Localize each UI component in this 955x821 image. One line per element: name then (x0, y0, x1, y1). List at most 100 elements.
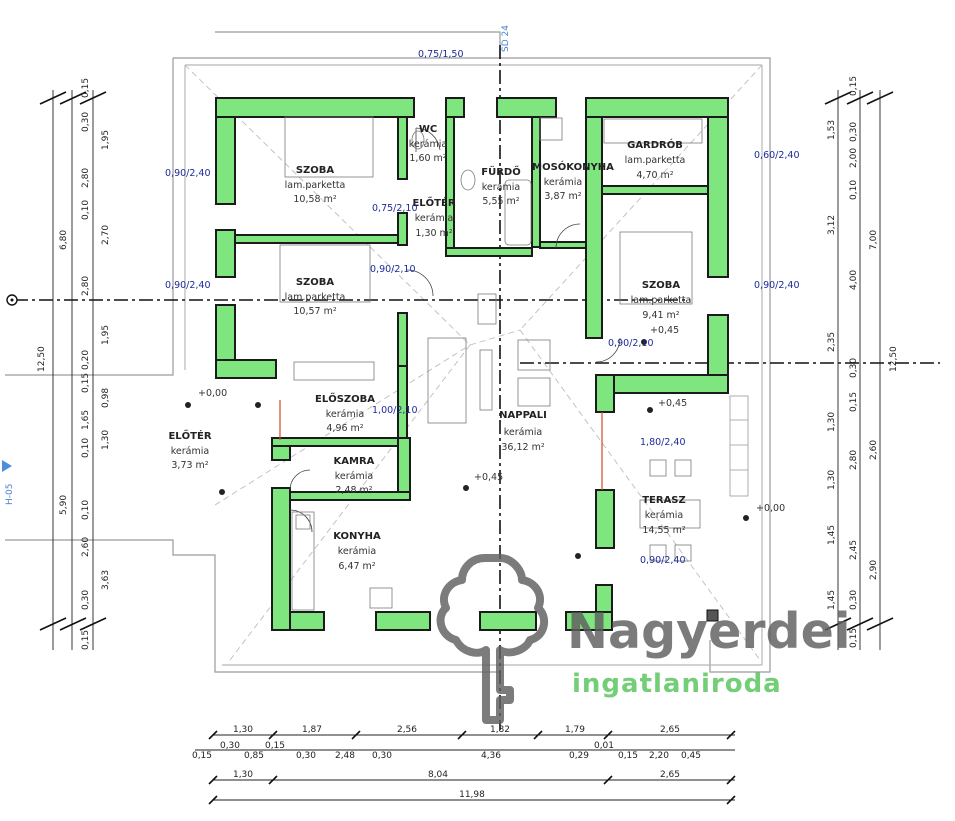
svg-text:0,90/2,40: 0,90/2,40 (754, 280, 800, 291)
svg-text:1,82: 1,82 (490, 725, 510, 735)
terrace-chair-4 (674, 544, 692, 562)
wall-west-low (215, 304, 236, 366)
watermark-subtitle: ingatlaniroda (572, 669, 782, 699)
svg-text:FÜRDŐ: FÜRDŐ (481, 164, 520, 178)
svg-text:36,12 m²: 36,12 m² (501, 442, 544, 453)
svg-text:0,01: 0,01 (594, 741, 614, 751)
svg-text:10,57 m²: 10,57 m² (293, 306, 336, 317)
svg-text:1,30: 1,30 (827, 412, 837, 432)
svg-text:ELŐSZOBA: ELŐSZOBA (315, 391, 375, 405)
svg-text:SZOBA: SZOBA (296, 277, 335, 288)
svg-text:2,65: 2,65 (660, 770, 680, 780)
bed-middle (279, 244, 371, 303)
stove (295, 514, 311, 530)
svg-text:lam.parketta: lam.parketta (285, 292, 346, 303)
svg-text:0,98: 0,98 (101, 388, 111, 408)
bottom-dimensions: 1,30 1,87 2,56 1,82 1,79 2,65 0,15 0,30 … (192, 725, 701, 800)
svg-text:2,80: 2,80 (849, 450, 859, 470)
svg-text:kerámia: kerámia (171, 446, 209, 457)
roof-outline (5, 31, 771, 673)
wall-west-upper (215, 116, 236, 205)
svg-text:kerámia: kerámia (645, 510, 683, 521)
wall-west-mid (215, 229, 236, 278)
door-swings (279, 127, 621, 533)
wall-kamra-bot (289, 491, 411, 501)
svg-text:3,73 m²: 3,73 m² (171, 460, 208, 471)
svg-text:1,87: 1,87 (302, 725, 322, 735)
svg-text:12,50: 12,50 (889, 346, 899, 372)
svg-text:KONYHA: KONYHA (333, 531, 381, 542)
svg-text:0,10: 0,10 (849, 180, 859, 200)
svg-text:0,90/2,10: 0,90/2,10 (370, 264, 416, 275)
svg-text:NAPPALI: NAPPALI (499, 410, 547, 421)
terrace-chair-3 (649, 544, 667, 562)
svg-text:WC: WC (419, 124, 437, 135)
svg-text:0,30: 0,30 (849, 122, 859, 142)
svg-text:0,10: 0,10 (81, 200, 91, 220)
svg-text:2,80: 2,80 (81, 276, 91, 296)
svg-text:6,47 m²: 6,47 m² (338, 561, 375, 572)
level-labels: +0,00 +0,45 +0,45 +0,45 +0,00 (198, 325, 785, 514)
wall-south-mid (479, 611, 537, 631)
svg-text:TERASZ: TERASZ (642, 495, 686, 506)
svg-text:2,45: 2,45 (849, 540, 859, 560)
wall-kamra-top (271, 437, 411, 447)
svg-text:0,30: 0,30 (849, 358, 859, 378)
svg-text:0,90/2,40: 0,90/2,40 (640, 555, 686, 566)
svg-text:+0,45: +0,45 (658, 398, 687, 409)
svg-text:0,75/1,50: 0,75/1,50 (418, 49, 464, 60)
wall-north-left (215, 97, 415, 118)
armchair-1 (517, 339, 551, 371)
kitchen-counter (291, 511, 315, 611)
wall-kamra-right (397, 437, 411, 501)
svg-text:0,20: 0,20 (81, 350, 91, 370)
svg-text:0,15: 0,15 (81, 630, 91, 650)
room-eloter-2: ELŐTÉR kerámia 3,73 m² (168, 428, 211, 471)
svg-text:1,95: 1,95 (101, 130, 111, 150)
svg-text:kerámia: kerámia (544, 177, 582, 188)
column-post (706, 609, 719, 622)
wall-eloszoba-v (397, 365, 408, 439)
svg-text:2,90: 2,90 (869, 560, 879, 580)
svg-text:0,30: 0,30 (220, 741, 240, 751)
room-szoba-2: SZOBA lam.parketta 10,57 m² (285, 277, 346, 317)
wall-south-right (565, 611, 613, 631)
svg-text:kerámia: kerámia (335, 471, 373, 482)
bathtub (504, 179, 532, 246)
svg-text:0,30: 0,30 (849, 590, 859, 610)
wall-kitchen-west (271, 487, 291, 631)
svg-text:1,53: 1,53 (827, 120, 837, 140)
svg-text:KAMRA: KAMRA (334, 456, 375, 467)
wall-south-left (375, 611, 431, 631)
svg-text:1,30: 1,30 (827, 470, 837, 490)
svg-text:ELŐTÉR: ELŐTÉR (168, 428, 211, 442)
roof-ridge-lines (184, 64, 763, 661)
svg-text:1,80/2,40: 1,80/2,40 (640, 437, 686, 448)
svg-text:0,30: 0,30 (81, 112, 91, 132)
side-marker: H-05 (2, 460, 15, 505)
svg-text:0,15: 0,15 (265, 741, 285, 751)
svg-text:MOSÓKONYHA: MOSÓKONYHA (532, 160, 614, 173)
svg-text:2,56: 2,56 (397, 725, 417, 735)
svg-text:kerámia: kerámia (482, 182, 520, 193)
svg-text:0,29: 0,29 (569, 751, 589, 761)
svg-text:5,90: 5,90 (59, 495, 69, 515)
svg-text:2,35: 2,35 (827, 332, 837, 352)
svg-text:0,45: 0,45 (681, 751, 701, 761)
wall-terrace-stub (595, 374, 615, 413)
svg-text:1,30 m²: 1,30 m² (415, 228, 452, 239)
svg-text:0,10: 0,10 (81, 500, 91, 520)
svg-text:0,90/2,40: 0,90/2,40 (165, 280, 211, 291)
svg-text:+0,00: +0,00 (198, 388, 227, 399)
section-marker: SD 24 (501, 25, 511, 52)
level-markers-symbols (185, 339, 749, 559)
svg-text:0,15: 0,15 (849, 628, 859, 648)
svg-text:10,58 m²: 10,58 m² (293, 194, 336, 205)
svg-text:2,20: 2,20 (649, 751, 669, 761)
